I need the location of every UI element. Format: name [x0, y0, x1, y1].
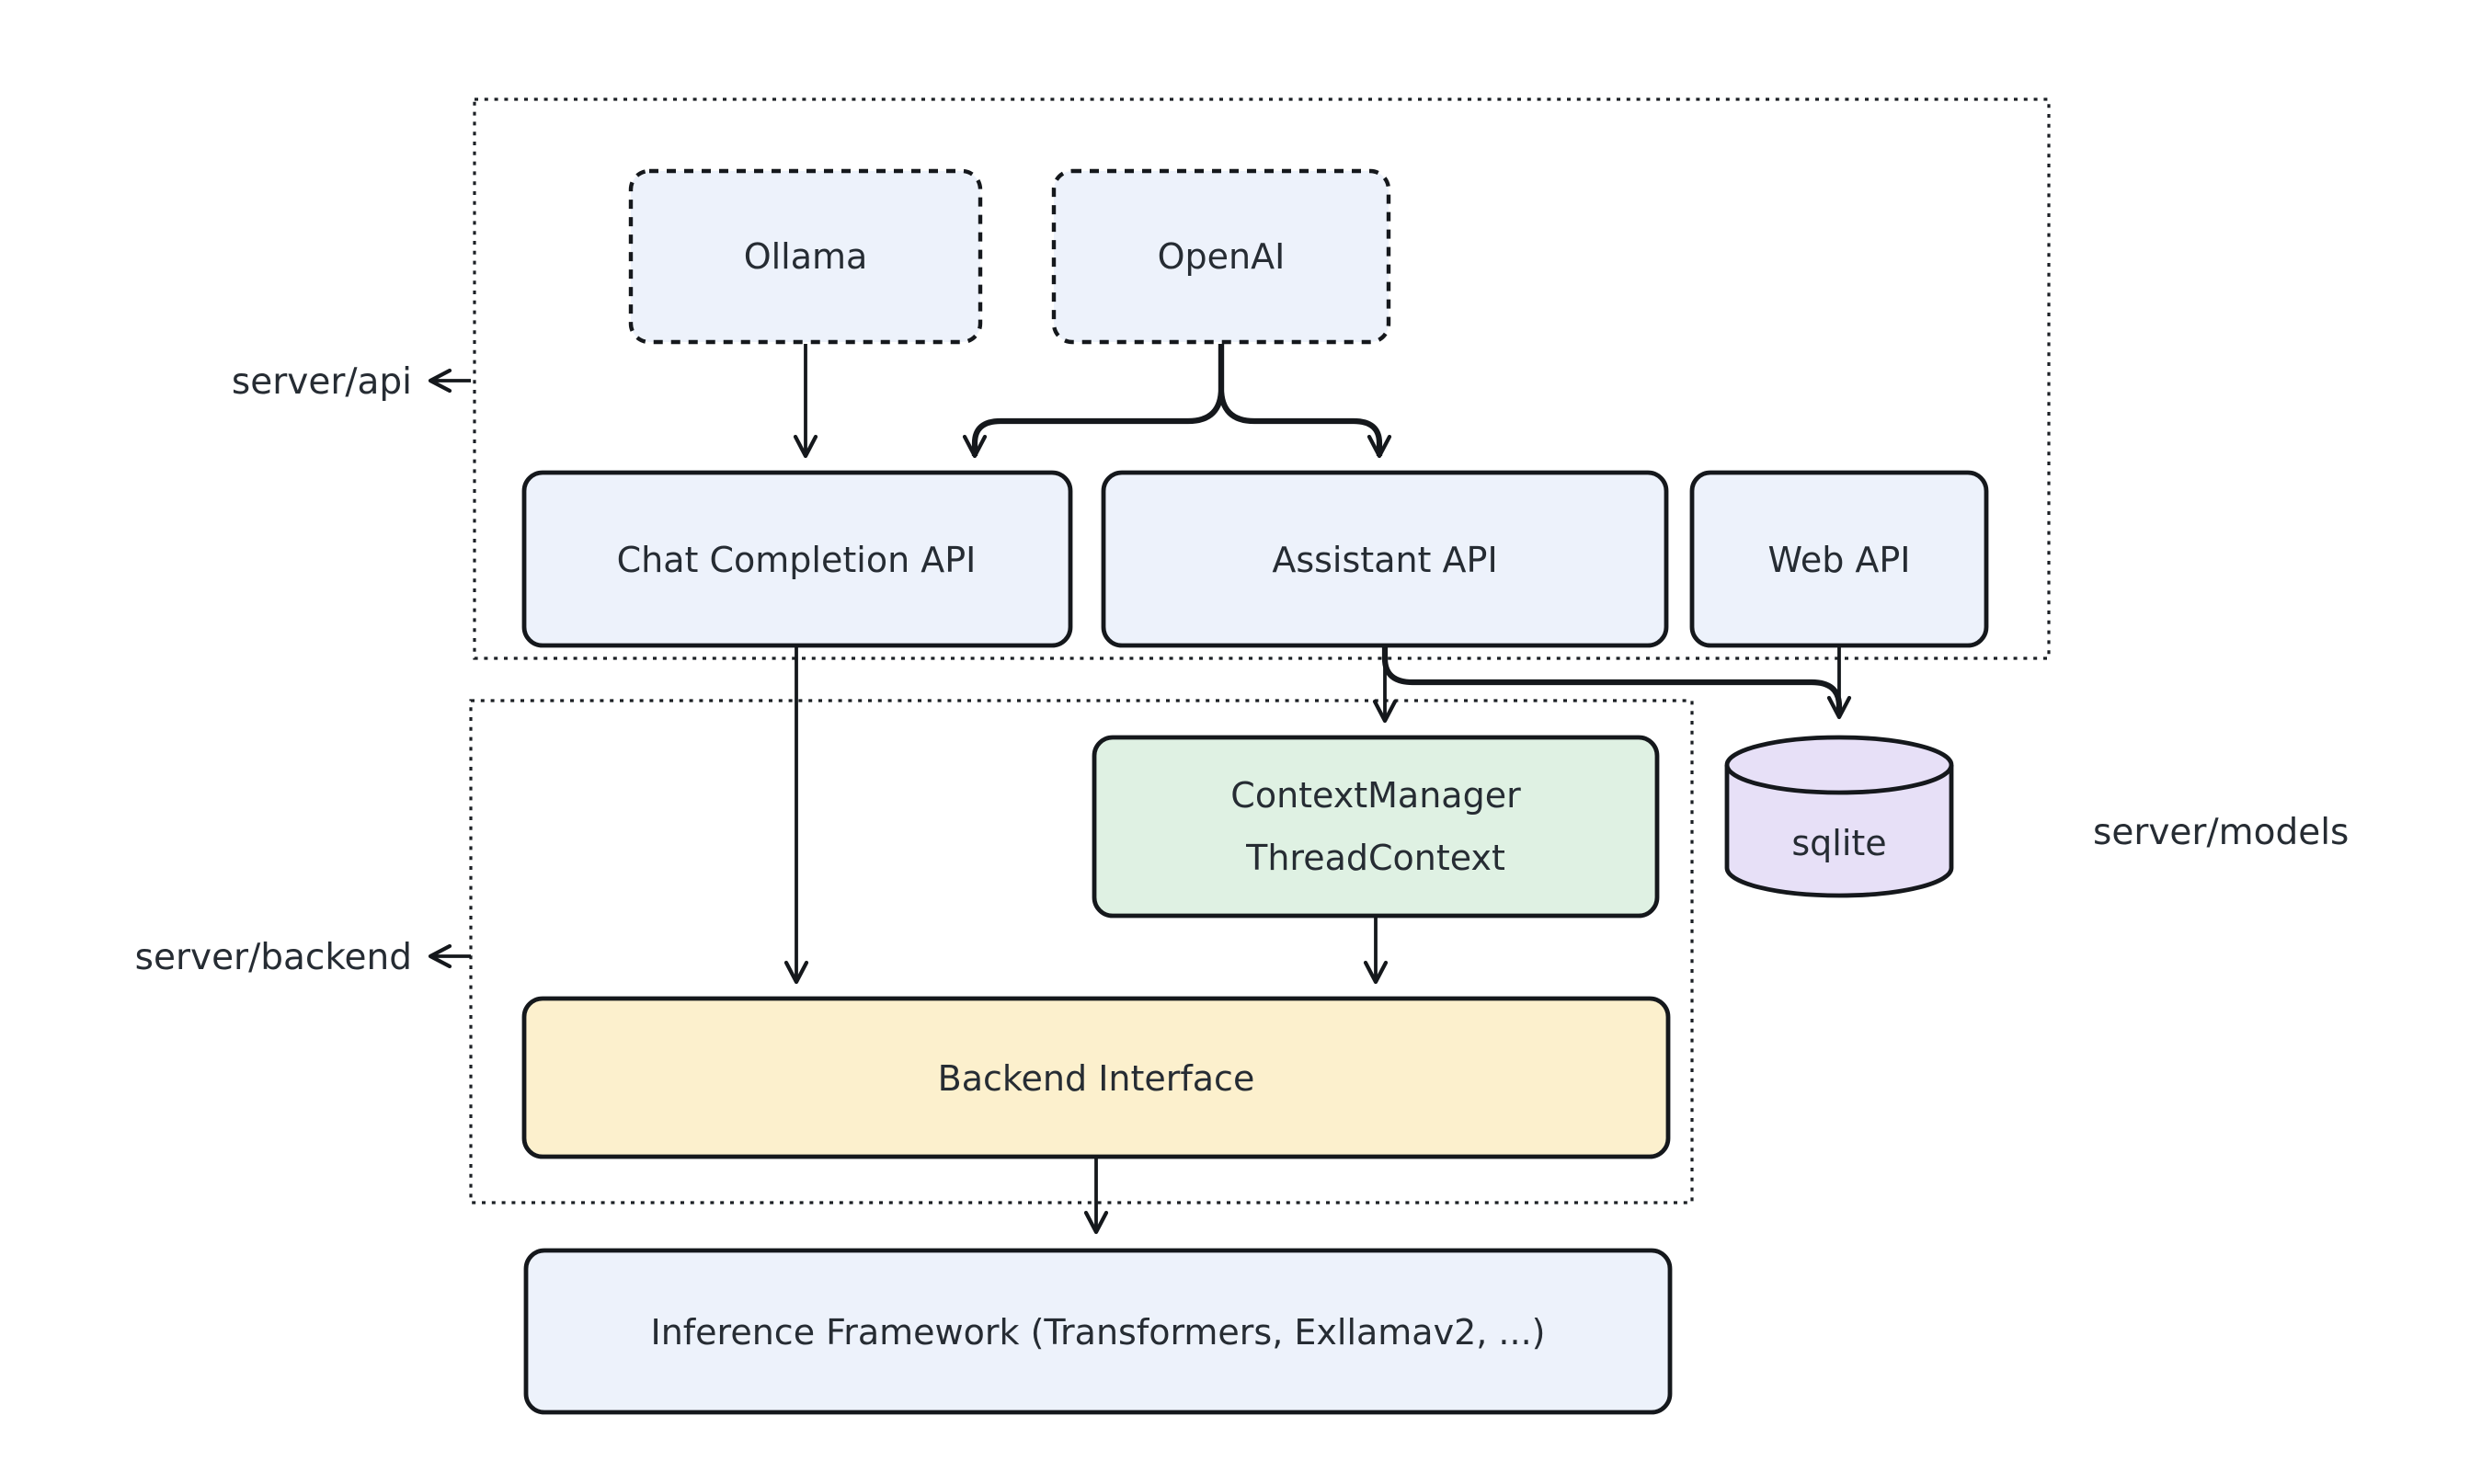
node-chat-box: [521, 470, 1073, 648]
edge-openai-to-assistant: [1218, 344, 1392, 459]
node-ollama: Ollama: [628, 168, 983, 345]
node-sqlite: sqlite: [1724, 735, 1954, 898]
sqlite-cylinder-body: [1724, 765, 1954, 898]
edge-openai-to-chat: [962, 344, 1225, 459]
node-assistant-label: Assistant API: [1272, 540, 1497, 580]
node-web-box: [1689, 470, 1989, 648]
sqlite-cylinder-top: [1724, 735, 1954, 795]
node-chat-completion-api: Chat Completion API: [521, 470, 1073, 648]
container-server-api: [473, 97, 2051, 660]
server-models-label: server/models: [2093, 812, 2349, 853]
node-openai: OpenAI: [1051, 168, 1391, 345]
node-web-label: Web API: [1767, 540, 1910, 580]
node-inference-framework: Inference Framework (Transformers, Exlla…: [523, 1248, 1673, 1415]
node-backend-interface: Backend Interface: [521, 996, 1671, 1159]
node-sqlite-label: sqlite: [1791, 823, 1886, 863]
node-ollama-box: [628, 168, 983, 345]
node-backend-interface-box: [521, 996, 1671, 1159]
node-inference-label: Inference Framework (Transformers, Exlla…: [651, 1312, 1546, 1353]
node-web-api: Web API: [1689, 470, 1989, 648]
node-backend-interface-label: Backend Interface: [938, 1058, 1255, 1099]
container-server-backend: [469, 699, 1694, 1204]
node-ollama-label: Ollama: [744, 236, 868, 277]
node-assistant-api: Assistant API: [1101, 470, 1669, 648]
node-chat-label: Chat Completion API: [617, 540, 977, 580]
node-assistant-box: [1101, 470, 1669, 648]
node-inference-box: [523, 1248, 1673, 1415]
node-context-label-line2: ThreadContext: [1245, 838, 1505, 878]
node-context-label-line1: ContextManager: [1230, 775, 1521, 816]
node-openai-label: OpenAI: [1158, 236, 1286, 277]
node-context-manager: ContextManager ThreadContext: [1092, 735, 1660, 919]
server-backend-label: server/backend: [135, 937, 412, 978]
edge-assistant-to-sqlite: [1381, 645, 1843, 710]
server-api-label: server/api: [232, 361, 412, 403]
node-openai-box: [1051, 168, 1391, 345]
node-context-box: [1092, 735, 1660, 919]
